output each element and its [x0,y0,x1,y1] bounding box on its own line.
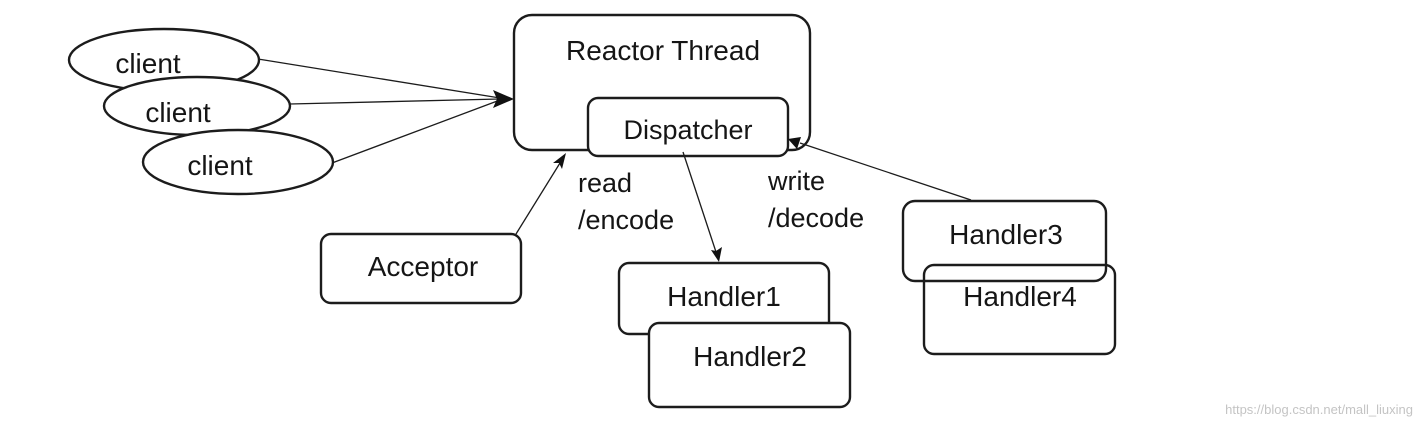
client-3-link [331,99,501,164]
handler3-label: Handler3 [949,219,1063,250]
handler3-box [901,199,1108,283]
handler3-node: Handler3 [901,199,1108,283]
client-links [257,58,514,164]
handler1-node: Handler1 [617,261,831,336]
read-label: read [578,168,632,198]
acceptor-link-line [515,162,561,235]
client-label: client [115,48,181,79]
write-label: write [767,166,825,196]
client-node-3: client [141,128,335,196]
client-node-1: client [67,27,261,93]
dispatcher-node: Dispatcher [586,96,790,158]
write-decode-label: write /decode [767,166,864,233]
client-ellipse [141,128,335,196]
client-arrowhead [493,90,514,108]
client-2-link [289,98,501,105]
client-1-link [257,58,501,99]
dispatcher-handler1-arrowhead [711,247,722,262]
reactor-thread-label: Reactor Thread [566,35,760,66]
read-encode-label: read /encode [578,168,674,235]
decode-label: /decode [768,203,864,233]
handler2-label: Handler2 [693,341,807,372]
handler1-label: Handler1 [667,281,781,312]
acceptor-link [515,153,566,235]
acceptor-label: Acceptor [368,251,479,282]
acceptor-box [319,232,523,305]
dispatcher-handler1-line [682,151,717,253]
handler4-box [922,263,1117,356]
acceptor-arrowhead [553,153,566,169]
handler2-box [647,321,852,409]
client-label: client [187,150,253,181]
encode-label: /encode [578,205,674,235]
client-node-2: client [102,75,292,137]
dispatcher-label: Dispatcher [623,115,752,145]
handler4-label: Handler4 [963,281,1077,312]
client-label: client [145,97,211,128]
handler3-dispatcher-arrowhead [788,137,801,149]
acceptor-node: Acceptor [319,232,523,305]
watermark-text: https://blog.csdn.net/mall_liuxing [1225,402,1413,417]
dispatcher-handler1-link [682,151,722,262]
handler3-dispatcher-line [799,142,972,201]
dispatcher-box [586,96,790,158]
handler4-node: Handler4 [922,263,1117,356]
handler2-node: Handler2 [647,321,852,409]
handler3-dispatcher-link [788,137,972,201]
